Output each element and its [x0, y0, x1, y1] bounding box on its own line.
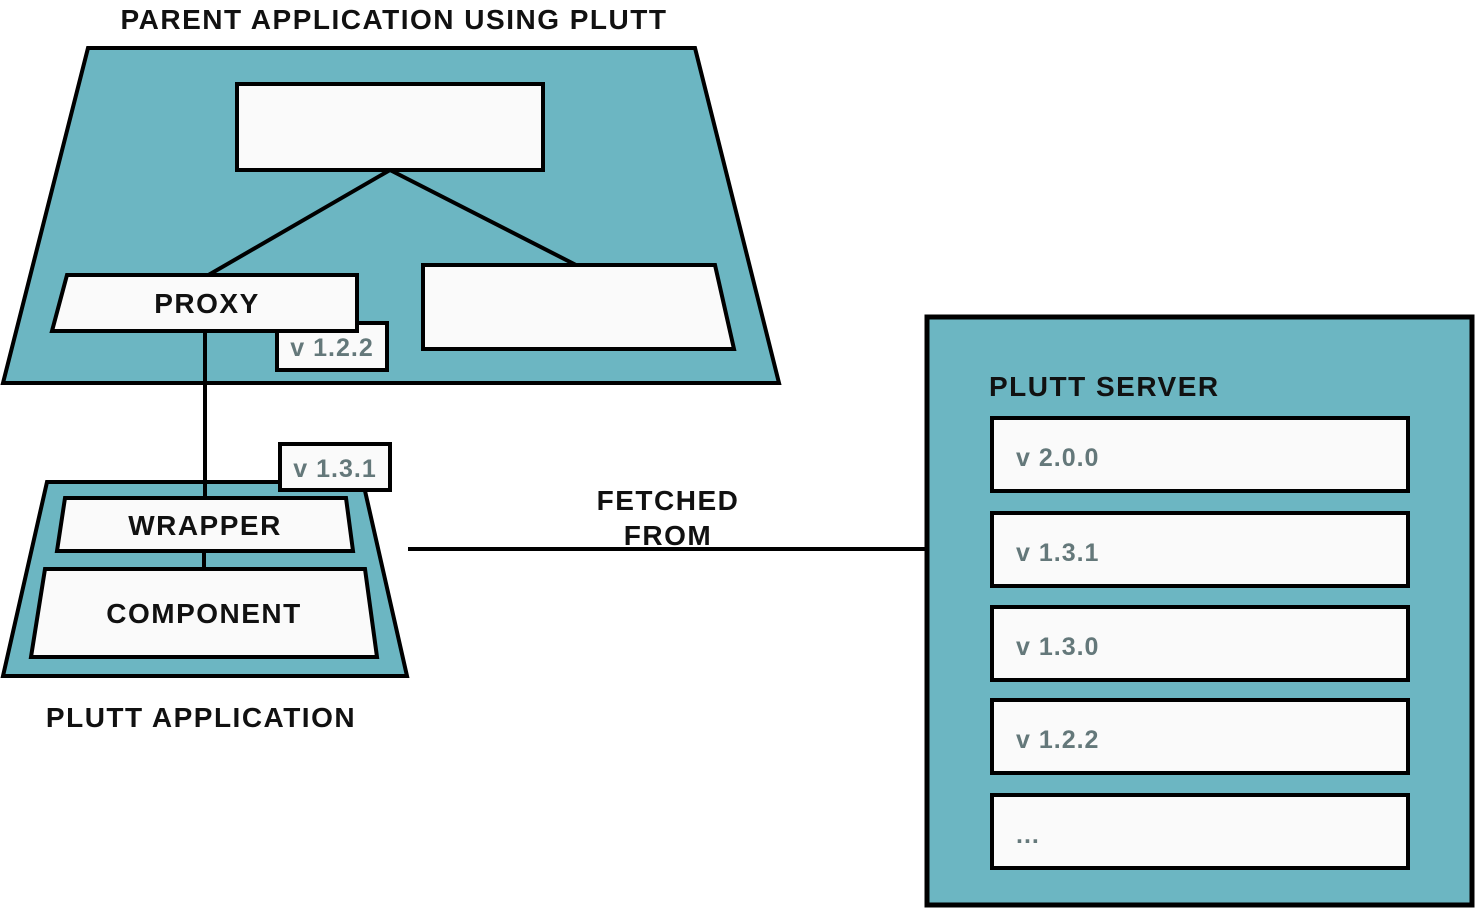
tree-edge-left: [203, 168, 392, 279]
version-row-label: v 1.2.2: [1016, 726, 1099, 754]
tree-edge-right: [389, 168, 577, 267]
version-row-label: v 1.3.0: [1016, 633, 1099, 661]
version-row: [990, 793, 1410, 870]
component-label: COMPONENT: [106, 598, 302, 629]
fetch-label-line2: FROM: [624, 520, 712, 551]
proxy-label: PROXY: [154, 288, 260, 319]
root-node-box: [235, 82, 545, 172]
version-row: [990, 605, 1410, 682]
version-row: [990, 416, 1410, 493]
proxy-node: [49, 273, 359, 333]
fetch-label-line1: FETCHED: [597, 485, 740, 516]
proxy-version-label: v 1.2.2: [290, 334, 373, 362]
version-row: [990, 511, 1410, 588]
parent-app-title: PARENT APPLICATION USING PLUTT: [121, 4, 668, 35]
version-row-label: v 1.3.1: [1016, 539, 1099, 567]
version-row: [990, 698, 1410, 775]
app-version-tag: [278, 442, 392, 492]
version-row-label: ...: [1016, 821, 1040, 849]
wrapper-label: WRAPPER: [128, 510, 282, 541]
server-title: PLUTT SERVER: [989, 371, 1220, 402]
app-version-label: v 1.3.1: [293, 455, 376, 483]
plutt-app-caption: PLUTT APPLICATION: [46, 702, 356, 733]
child-node-box: [421, 263, 737, 351]
version-row-label: v 2.0.0: [1016, 444, 1099, 472]
wrapper-node: [54, 496, 356, 553]
component-node: [28, 567, 380, 659]
